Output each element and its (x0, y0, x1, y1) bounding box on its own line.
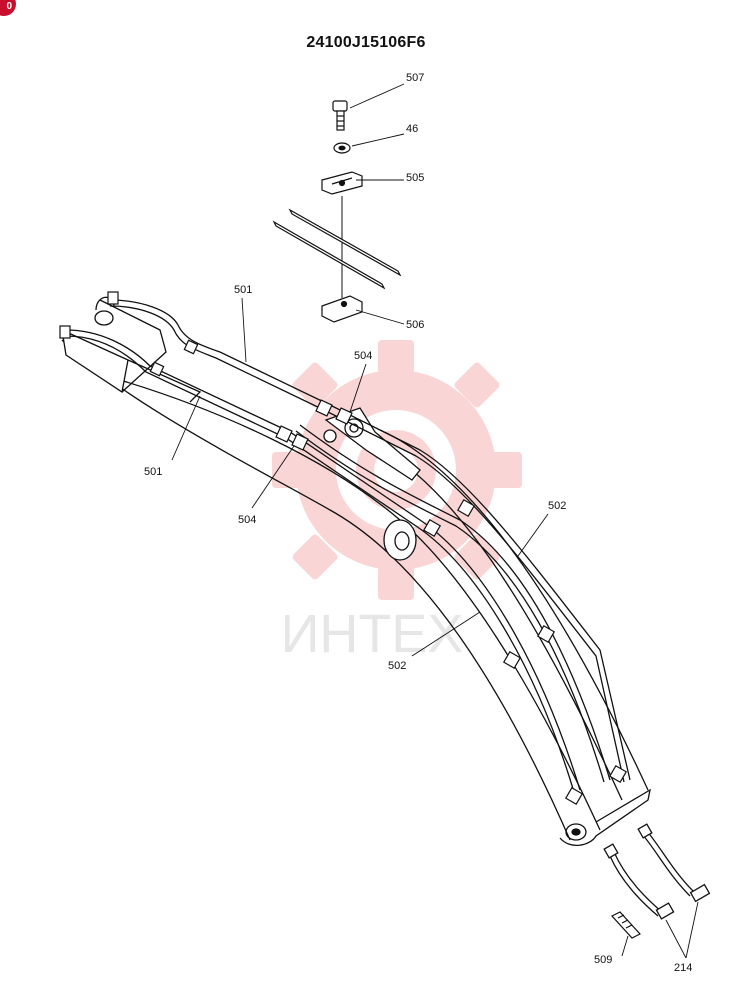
callout-502-middle: 502 (388, 660, 407, 672)
fitting-509 (611, 911, 641, 939)
spacer-strips (272, 208, 402, 290)
pipe-clamps (59, 291, 628, 806)
callout-214: 214 (674, 962, 693, 974)
washer-46 (333, 142, 351, 154)
hydraulic-lines (65, 299, 631, 793)
clamp-lower-506 (321, 295, 363, 323)
boom-body (61, 296, 651, 846)
callout-506: 506 (406, 319, 425, 331)
corner-badge: 0 (0, 0, 16, 16)
callout-501-upper: 501 (234, 284, 253, 296)
callout-507: 507 (406, 72, 425, 84)
watermark-text: ИНТЕХ (281, 604, 464, 664)
callout-501-lower: 501 (144, 466, 163, 478)
callout-leaders (171, 83, 699, 959)
bolt-507 (332, 100, 348, 131)
clamp-upper-505 (321, 171, 363, 195)
callout-505: 505 (406, 172, 425, 184)
callout-46: 46 (406, 123, 419, 135)
diagram-title: 24100J15106F6 (306, 34, 426, 51)
callout-509: 509 (594, 954, 613, 966)
callout-504-upper: 504 (354, 350, 373, 362)
callout-502-right: 502 (548, 500, 567, 512)
hoses-214 (603, 823, 711, 920)
callout-504-lower: 504 (238, 514, 257, 526)
